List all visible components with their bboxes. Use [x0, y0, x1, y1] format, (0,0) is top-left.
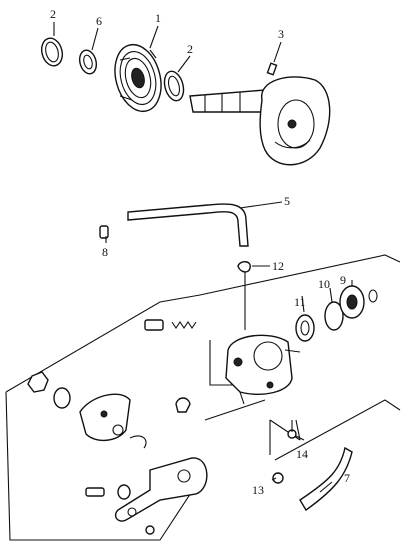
callout-5: 5	[284, 194, 290, 208]
leader-lines	[204, 272, 301, 455]
callout-1: 1	[155, 11, 161, 25]
assembly-group-outline	[5, 254, 401, 541]
callout-2-left: 2	[50, 7, 56, 21]
bearing-part-11	[295, 314, 315, 342]
pulley-part-1	[114, 43, 162, 113]
impeller-part-9	[339, 285, 378, 319]
lower-arm	[114, 457, 208, 522]
bolt-and-spring	[144, 319, 197, 331]
callout-14: 14	[296, 447, 308, 461]
callout-3: 3	[278, 27, 284, 41]
callout-9: 9	[340, 273, 346, 287]
shaft-with-rotor	[189, 76, 331, 166]
callout-6: 6	[96, 14, 102, 28]
pump-body	[225, 334, 301, 405]
circlip-part-2-left	[40, 37, 64, 67]
nut-and-washer	[27, 371, 71, 409]
circlip-part-2-right	[163, 70, 185, 102]
callout-13: 13	[252, 483, 264, 497]
callout-7: 7	[344, 471, 350, 485]
callout-10: 10	[318, 277, 330, 291]
callout-8: 8	[102, 245, 108, 259]
callout-12: 12	[272, 259, 284, 273]
callout-11: 11	[294, 295, 306, 309]
bushing-part-8	[99, 225, 109, 239]
gasket	[175, 397, 191, 413]
oring-part-10	[324, 301, 344, 331]
clip-part-12	[237, 261, 251, 273]
clamp-part-13	[272, 472, 284, 484]
callout-leaders	[53, 22, 353, 493]
lever-plate	[79, 393, 147, 449]
pipe-part-5	[127, 203, 249, 247]
hose-part-7	[299, 446, 353, 512]
small-screw	[145, 525, 155, 535]
lower-bolt	[85, 484, 131, 500]
screw-part-14	[287, 429, 305, 441]
callout-2-right: 2	[187, 42, 193, 56]
washer-part-6	[78, 49, 98, 75]
key-part-3	[266, 62, 278, 76]
